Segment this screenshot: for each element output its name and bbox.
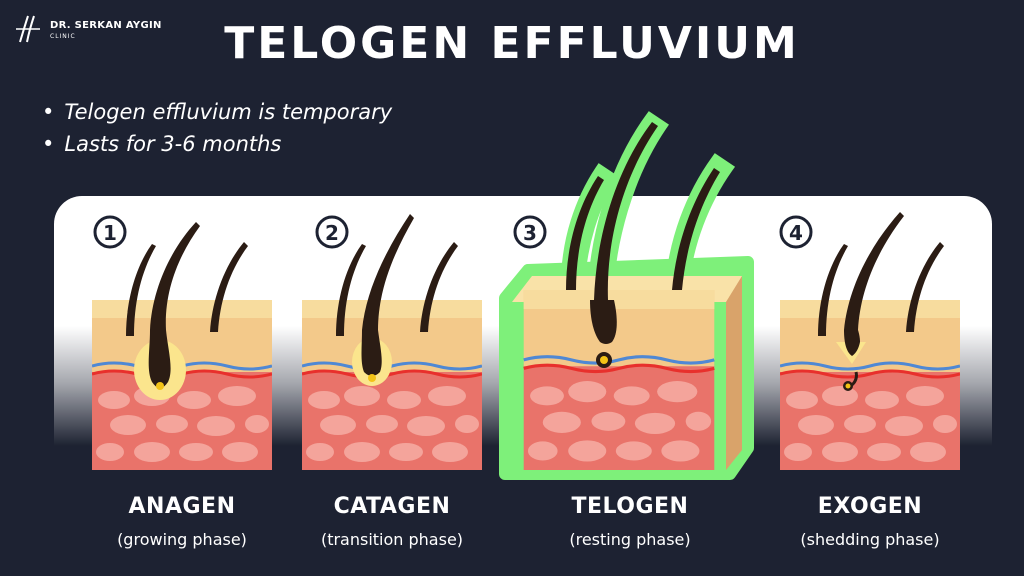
- stage-3-number-badge: 3: [513, 215, 547, 249]
- logo-mark-icon: [16, 15, 40, 43]
- logo-name: DR. SERKAN AYGIN: [50, 20, 162, 31]
- stage-2-number: 2: [325, 221, 339, 245]
- bullet-text: Telogen effluvium is temporary: [64, 100, 393, 124]
- bullet-list: • Telogen effluvium is temporary • Lasts f…: [42, 96, 392, 160]
- stage-4-name: EXOGEN: [817, 494, 923, 519]
- stage-4-illustration: [780, 212, 960, 470]
- stage-4-number: 4: [789, 221, 803, 245]
- stage-1-description: (growing phase): [117, 530, 247, 549]
- bullet-dot-icon: •: [42, 132, 55, 156]
- stage-2-description: (transition phase): [320, 530, 464, 549]
- stage-2-number-badge: 2: [315, 215, 349, 249]
- bullet-text: Lasts for 3-6 months: [64, 132, 282, 156]
- stage-3-number: 3: [523, 221, 537, 245]
- page-title: TELOGEN EFFLUVIUM: [224, 18, 800, 69]
- logo-subtitle: CLINIC: [50, 33, 76, 40]
- stage-4-number-badge: 4: [779, 215, 813, 249]
- stage-1-number-badge: 1: [93, 215, 127, 249]
- stage-1-name: ANAGEN: [128, 494, 236, 519]
- clinic-logo: DR. SERKAN AYGIN CLINIC: [14, 14, 184, 44]
- stage-1-illustration: [92, 222, 272, 470]
- stage-3-name: TELOGEN: [571, 494, 689, 519]
- bullet-item: • Lasts for 3-6 months: [42, 128, 392, 160]
- stage-3-illustration: [499, 111, 754, 480]
- stage-3-description: (resting phase): [569, 530, 691, 549]
- stage-2-name: CATAGEN: [333, 494, 451, 519]
- stage-2-illustration: [302, 214, 482, 470]
- stage-4-description: (shedding phase): [800, 530, 940, 549]
- bullet-item: • Telogen effluvium is temporary: [42, 96, 392, 128]
- stage-1-number: 1: [103, 221, 117, 245]
- bullet-dot-icon: •: [42, 100, 55, 124]
